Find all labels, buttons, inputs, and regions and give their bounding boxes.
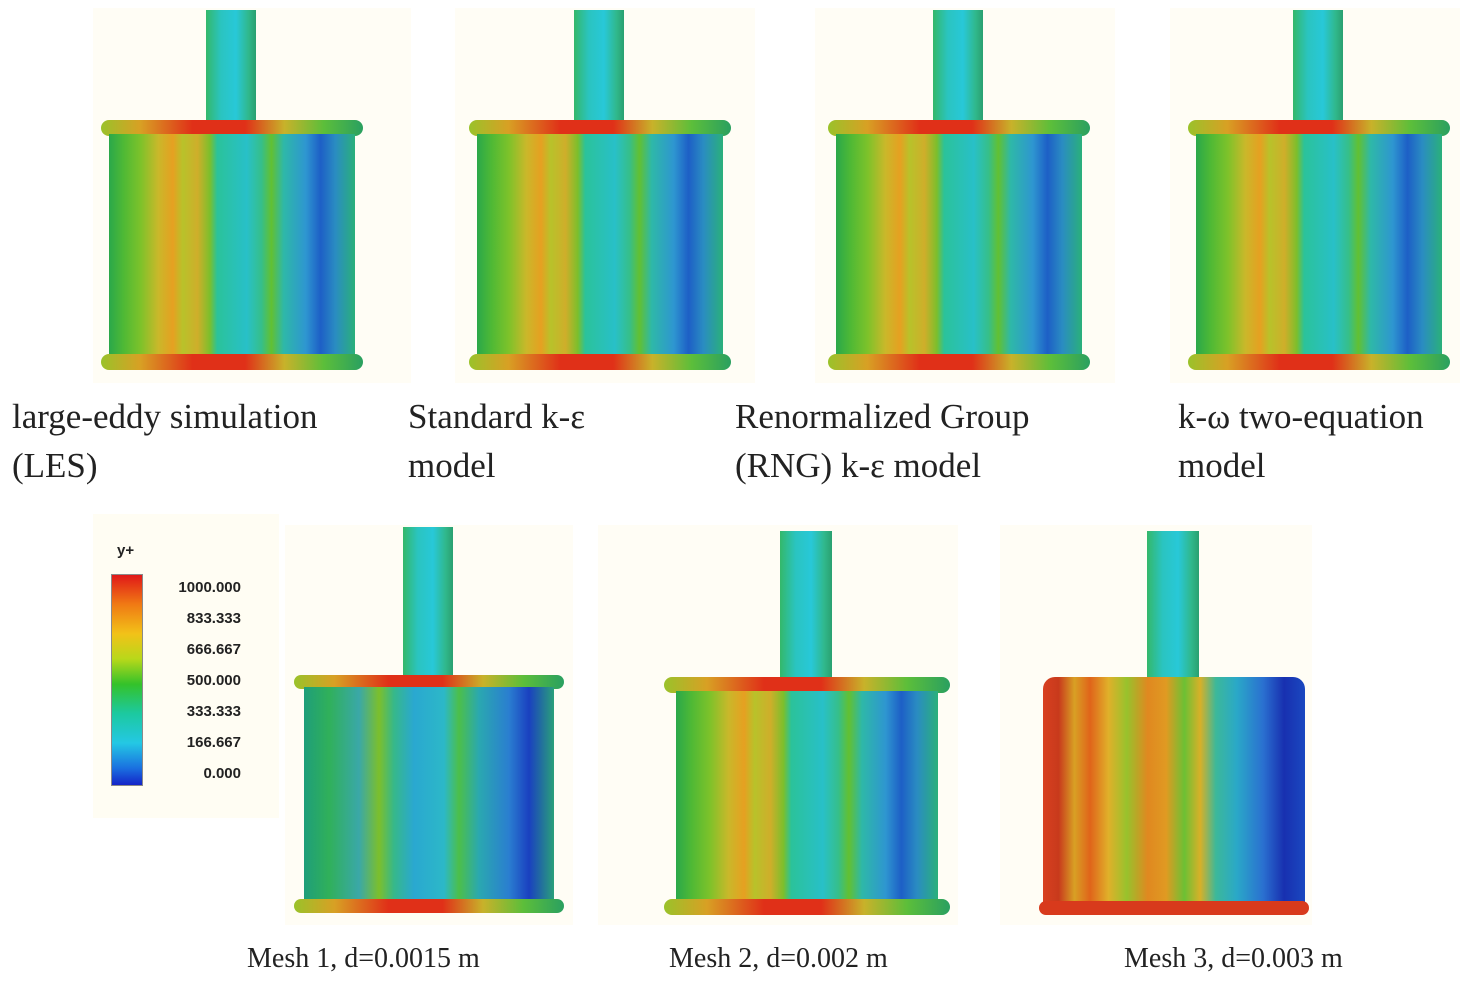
legend-title: y+ — [117, 542, 135, 559]
legend-tick-label: 500.000 — [186, 672, 241, 689]
caption-mesh-1: Mesh 1, d=0.0015 m — [247, 943, 480, 974]
y-plus-color-legend: y+ 1000.000 833.333 666.667 500.000 333.… — [93, 514, 279, 818]
legend-tick-label: 666.667 — [186, 641, 241, 658]
caption-mesh-2: Mesh 2, d=0.002 m — [669, 943, 888, 974]
legend-color-bar — [111, 574, 143, 786]
standard-k-epsilon-contour-render — [461, 8, 741, 378]
mesh-2-contour-render — [660, 525, 955, 920]
rng-k-epsilon-contour-render — [820, 8, 1100, 378]
legend-tick-label: 166.667 — [186, 734, 241, 751]
legend-tick-label: 833.333 — [186, 610, 241, 627]
les-contour-render — [93, 8, 373, 378]
legend-tick-label: 333.333 — [186, 703, 241, 720]
legend-tick-label: 1000.000 — [178, 579, 241, 596]
mesh-1-contour-render — [290, 525, 570, 920]
caption-rng-k-epsilon: Renormalized Group (RNG) k-ε model — [735, 397, 1030, 485]
caption-les: large-eddy simulation (LES) — [12, 397, 318, 485]
caption-standard-k-epsilon: Standard k-ε model — [408, 397, 586, 485]
caption-mesh-3: Mesh 3, d=0.003 m — [1124, 943, 1343, 974]
legend-tick-label: 0.000 — [203, 765, 241, 782]
mesh-3-contour-render — [1037, 525, 1312, 920]
caption-k-omega: k-ω two-equation model — [1178, 397, 1424, 485]
k-omega-contour-render — [1180, 8, 1460, 378]
